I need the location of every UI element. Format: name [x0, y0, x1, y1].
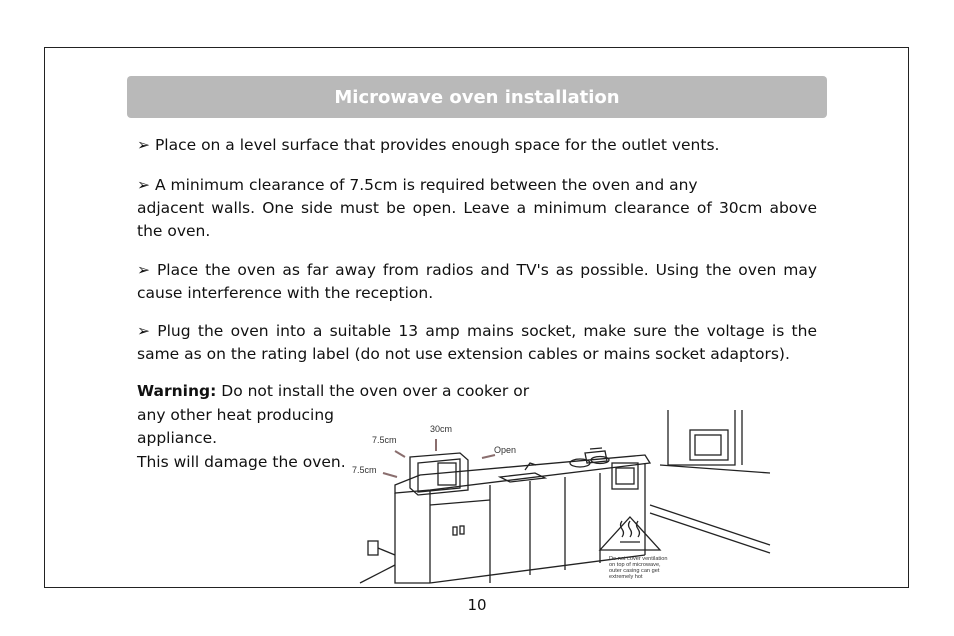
instruction-level-surface: ➢ Place on a level surface that provides… [137, 134, 817, 157]
instruction-clearance: ➢ A minimum clearance of 7.5cm is requir… [137, 174, 817, 243]
warning-label: Warning: [137, 382, 217, 400]
caution-text: extremely hot [609, 574, 643, 580]
instruction-text: Plug the oven into a suitable 13 amp mai… [137, 322, 817, 363]
instruction-text-continued: adjacent walls. One side must be open. L… [137, 199, 817, 240]
clearance-label-open: Open [494, 445, 516, 455]
page-number: 10 [467, 596, 487, 614]
caution-text: Do not cover ventilation [609, 556, 667, 562]
kitchen-installation-illustration: 7.5cm 30cm Open 7.5cm Do not cover venti… [352, 410, 771, 584]
instruction-socket: ➢ Plug the oven into a suitable 13 amp m… [137, 320, 817, 366]
bullet-arrow: ➢ [137, 322, 150, 340]
caution-text: on top of microwave, [609, 562, 661, 568]
warning-text: Do not install the oven over a cooker or [221, 382, 530, 400]
clearance-label-top: 30cm [430, 424, 452, 434]
warning-text: appliance. [137, 429, 218, 447]
clearance-label-side-bottom: 7.5cm [352, 465, 377, 475]
clearance-label-side-top: 7.5cm [372, 435, 397, 445]
bullet-arrow: ➢ [137, 136, 150, 154]
warning-text: any other heat producing [137, 405, 335, 424]
caution-text: outer casing can get [609, 568, 660, 574]
instruction-text: Place on a level surface that provides e… [154, 136, 720, 154]
warning-block: Warning: Do not install the oven over a … [137, 380, 529, 474]
instruction-text: A minimum clearance of 7.5cm is required… [154, 176, 698, 194]
page-frame [44, 47, 909, 588]
warning-text: This will damage the oven. [137, 452, 346, 471]
section-title: Microwave oven installation [127, 76, 827, 118]
instruction-text: Place the oven as far away from radios a… [137, 261, 817, 302]
bullet-arrow: ➢ [137, 261, 150, 279]
bullet-arrow: ➢ [137, 176, 150, 194]
instruction-interference: ➢ Place the oven as far away from radios… [137, 259, 817, 305]
